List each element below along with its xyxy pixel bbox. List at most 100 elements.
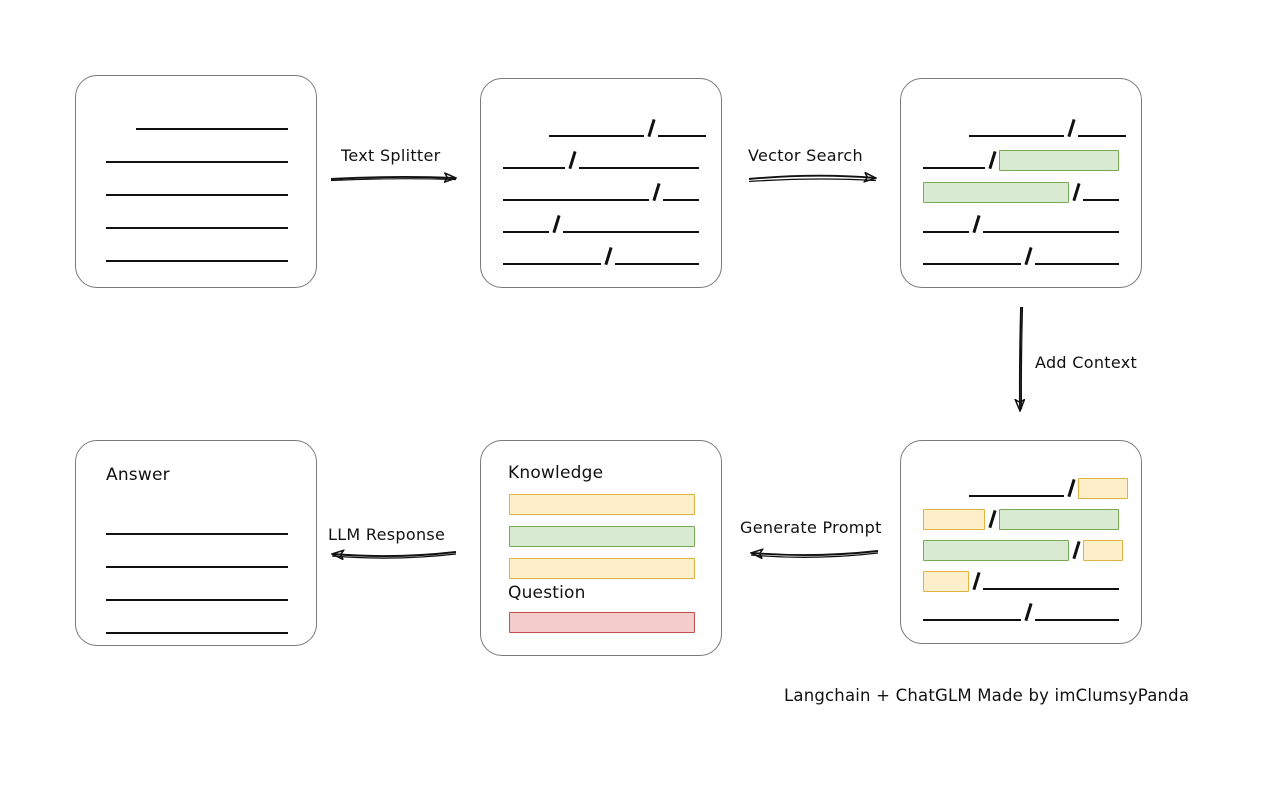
text-line xyxy=(1083,188,1119,201)
content-row xyxy=(106,618,288,634)
arrow-generate-prompt-sketch xyxy=(750,552,879,558)
content-row xyxy=(923,605,1119,621)
content-row xyxy=(549,121,706,137)
text-line xyxy=(106,249,288,262)
question-label: Question xyxy=(508,583,586,603)
arrow-vector-search-sketch xyxy=(748,178,877,183)
separator-slash-icon xyxy=(644,121,658,137)
node-matched-chunks[interactable] xyxy=(900,78,1142,288)
content-row xyxy=(503,249,699,265)
content-row xyxy=(923,182,1119,203)
text-line xyxy=(106,216,288,229)
edge-label-vector-search: Vector Search xyxy=(748,146,863,165)
text-line xyxy=(106,150,288,163)
content-row xyxy=(923,249,1119,265)
highlight-chip-green xyxy=(923,182,1069,203)
separator-slash-icon xyxy=(1064,481,1078,497)
separator-slash-icon xyxy=(1021,249,1035,265)
content-row xyxy=(106,519,288,535)
content-row xyxy=(106,213,288,229)
node-source-document[interactable] xyxy=(75,75,317,288)
arrow-generate-prompt xyxy=(752,551,879,555)
edge-label-generate-prompt: Generate Prompt xyxy=(740,518,882,537)
text-line xyxy=(106,183,288,196)
separator-slash-icon xyxy=(601,249,615,265)
content-row xyxy=(106,552,288,568)
question-bar-red xyxy=(509,612,695,633)
content-row xyxy=(106,585,288,601)
text-line xyxy=(106,555,288,568)
edge-label-add-context: Add Context xyxy=(1035,353,1138,372)
highlight-chip-yellow xyxy=(1083,540,1123,561)
text-line xyxy=(663,188,699,201)
knowledge-bar-green xyxy=(509,526,695,547)
answer-rows xyxy=(76,441,316,645)
content-row xyxy=(923,540,1123,561)
content-row xyxy=(106,147,288,163)
text-line xyxy=(923,252,1021,265)
footer-credit: Langchain + ChatGLM Made by imClumsyPand… xyxy=(784,686,1190,705)
knowledge-label: Knowledge xyxy=(508,463,604,483)
text-line xyxy=(658,124,706,137)
content-row xyxy=(923,509,1119,530)
arrow-llm-response-sketch xyxy=(331,553,457,559)
separator-slash-icon xyxy=(969,217,983,233)
highlight-chip-green xyxy=(999,509,1119,530)
content-row xyxy=(969,121,1126,137)
separator-slash-icon xyxy=(969,574,983,590)
text-line xyxy=(615,252,699,265)
text-line xyxy=(503,156,565,169)
content-row xyxy=(503,217,699,233)
text-line xyxy=(1035,252,1119,265)
text-line xyxy=(106,522,288,535)
text-line xyxy=(579,156,699,169)
context-chunks-rows xyxy=(901,441,1141,643)
arrow-text-splitter xyxy=(330,177,455,179)
source-document-rows xyxy=(76,76,316,287)
edge-label-llm-response: LLM Response xyxy=(328,525,446,544)
text-line xyxy=(983,577,1119,590)
separator-slash-icon xyxy=(1069,185,1083,201)
content-row xyxy=(923,217,1119,233)
text-line xyxy=(983,220,1119,233)
content-row xyxy=(923,571,1119,592)
answer-label: Answer xyxy=(106,465,170,485)
arrow-llm-response xyxy=(333,552,457,556)
node-answer[interactable]: Answer xyxy=(75,440,317,646)
content-row xyxy=(503,153,699,169)
node-prompt[interactable]: Knowledge Question xyxy=(480,440,722,656)
edge-label-text-splitter: Text Splitter xyxy=(341,146,441,165)
text-line xyxy=(503,188,649,201)
arrow-vector-search xyxy=(748,176,875,179)
separator-slash-icon xyxy=(1064,121,1078,137)
text-line xyxy=(549,124,644,137)
text-line xyxy=(136,117,288,130)
arrow-text-splitter-sketch xyxy=(330,178,457,182)
arrow-add-context-sketch xyxy=(1020,306,1024,410)
knowledge-bar-yellow xyxy=(509,494,695,515)
highlight-chip-green xyxy=(923,540,1069,561)
separator-slash-icon xyxy=(549,217,563,233)
highlight-chip-yellow xyxy=(1078,478,1128,499)
text-line xyxy=(969,124,1064,137)
text-line xyxy=(503,252,601,265)
text-line xyxy=(923,156,985,169)
separator-slash-icon xyxy=(1021,605,1035,621)
text-line xyxy=(1035,608,1119,621)
content-row xyxy=(136,114,288,130)
text-line xyxy=(106,588,288,601)
content-row xyxy=(106,180,288,196)
text-line xyxy=(923,608,1021,621)
separator-slash-icon xyxy=(649,185,663,201)
text-line xyxy=(969,484,1064,497)
text-line xyxy=(923,220,969,233)
content-row xyxy=(969,478,1128,499)
node-split-chunks[interactable] xyxy=(480,78,722,288)
split-chunks-rows xyxy=(481,79,721,287)
node-context-chunks[interactable] xyxy=(900,440,1142,644)
separator-slash-icon xyxy=(985,512,999,528)
content-row xyxy=(503,185,699,201)
text-line xyxy=(106,621,288,634)
text-line xyxy=(503,220,549,233)
